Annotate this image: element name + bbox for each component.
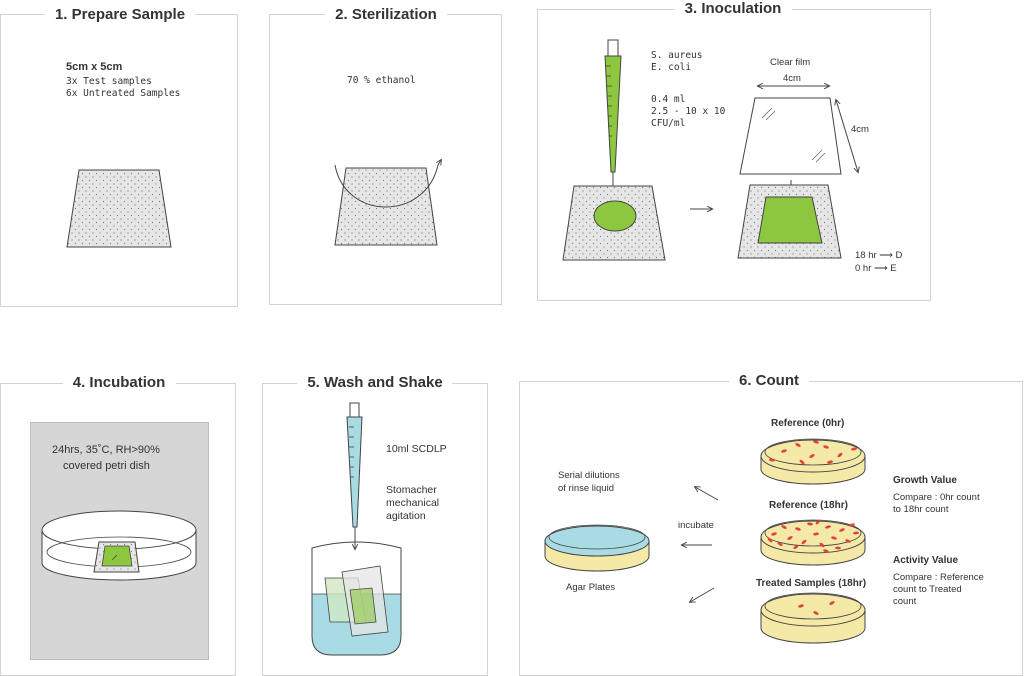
organism-ecoli: E. coli [651,62,692,73]
step-title-sterilization: 2. Sterilization [325,6,447,23]
activity-value-line3: count [893,596,917,607]
reference-0hr-dish [760,438,866,485]
reference-18hr-dish [760,519,866,566]
arrow-to-dilutions [695,487,719,501]
stomacher-label: Stomacher [386,484,437,496]
inoculum-unit: CFU/ml [651,118,686,129]
step-title-prepare: 1. Prepare Sample [44,6,196,23]
panel-prepare-sample [0,14,238,307]
growth-value-title: Growth Value [893,475,957,486]
covered-petri-dish [41,510,197,581]
agar-plates-label: Agar Plates [566,582,616,593]
agar-plate [544,524,650,572]
test-samples-label: 3x Test samples [66,76,152,87]
activity-value-line2: count to Treated [893,584,962,595]
treated-samples-label: Treated Samples (18hr) [756,578,867,589]
clear-film [739,97,842,175]
incubation-container: covered petri dish [63,460,150,472]
incubation-conditions: 24hrs, 35˚C, RH>90% [52,444,160,456]
rotation-arrow-icon [334,160,441,208]
growth-value-line2: to 18hr count [893,504,949,515]
pipette-icon [604,39,622,173]
scdlp-label: 10ml SCDLP [386,443,447,455]
agitation-label: agitation [386,510,426,522]
incubate-label: incubate [678,520,714,531]
fabric-sample-swatch [66,169,172,248]
film-glare-icon [761,107,826,163]
step-title-inoculation: 3. Inoculation [674,0,792,17]
rinse-liquid-label: of rinse liquid [558,483,614,494]
activity-value-line1: Compare : Reference [893,572,984,583]
arrow-from-treated [690,587,715,602]
treated-samples-dish [760,592,866,644]
growth-value-line1: Compare : 0hr count [893,492,980,503]
inoculum-volume: 0.4 ml [651,94,686,105]
step-title-incubation: 4. Incubation [62,374,176,391]
stomacher-bag [311,541,402,656]
sterilized-sample-swatch [334,167,438,246]
reference-0hr-label: Reference (0hr) [771,418,845,429]
scdlp-pipette-icon [346,402,363,528]
clear-film-label: Clear film [770,57,811,68]
film-height-label: 4cm [851,124,869,135]
time-0hr-label: 0 hr ⟶ E [855,263,897,274]
film-width-label: 4cm [783,73,801,84]
time-18hr-label: 18 hr ⟶ D [855,250,903,261]
covered-inoculum [757,196,823,244]
inoculum-concentration: 2.5 - 10 x 10 [651,106,726,117]
inoculum-drop [593,200,637,232]
panel-sterilization [269,14,502,305]
organism-saureus: S. aureus [651,50,703,61]
reference-18hr-label: Reference (18hr) [769,500,848,511]
mechanical-label: mechanical [386,497,440,509]
step-title-count: 6. Count [729,372,809,389]
film-height-dimension [836,100,858,172]
serial-dilutions-label: Serial dilutions [558,470,620,481]
activity-value-title: Activity Value [893,555,959,566]
ethanol-label: 70 % ethanol [347,75,416,86]
step-title-wash: 5. Wash and Shake [297,374,453,391]
sample-size-label: 5cm x 5cm [66,61,123,73]
untreated-samples-label: 6x Untreated Samples [66,88,181,99]
